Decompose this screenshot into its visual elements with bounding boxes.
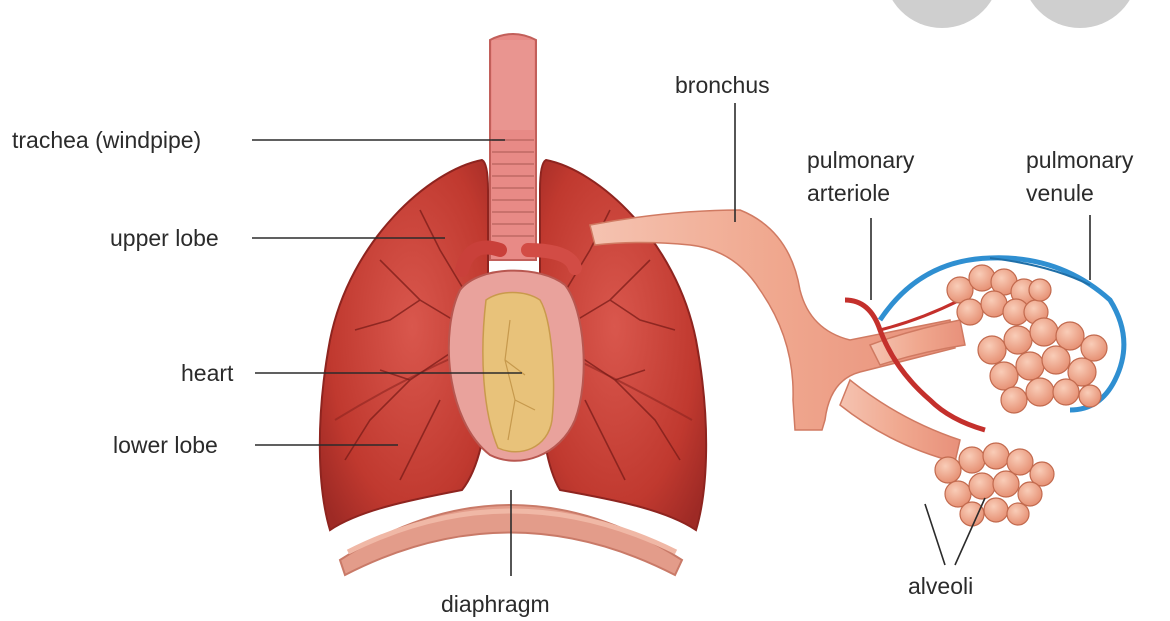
alveoli-label: alveoli [908,573,973,599]
top-faded-artifacts [884,0,1138,28]
lungs-illustration [320,34,706,575]
alveoli-cluster-middle [978,318,1107,413]
alveoli-leader-line-1 [925,504,945,565]
trachea-shape [490,34,536,260]
heart-label: heart [181,360,234,386]
diaphragm-label: diaphragm [441,591,550,617]
bronchus-label: bronchus [675,72,770,98]
upper-lobe-label: upper lobe [110,225,219,251]
lower-lobe-label: lower lobe [113,432,218,458]
alveoli-cluster-upper [947,265,1051,325]
trachea-label: trachea (windpipe) [12,127,201,153]
pulmonary-venule-label-line2: venule [1026,180,1094,206]
pulmonary-venule-label-line1: pulmonary [1026,147,1134,173]
pulmonary-arteriole-label-line2: arteriole [807,180,890,206]
pulmonary-arteriole-label-line1: pulmonary [807,147,915,173]
